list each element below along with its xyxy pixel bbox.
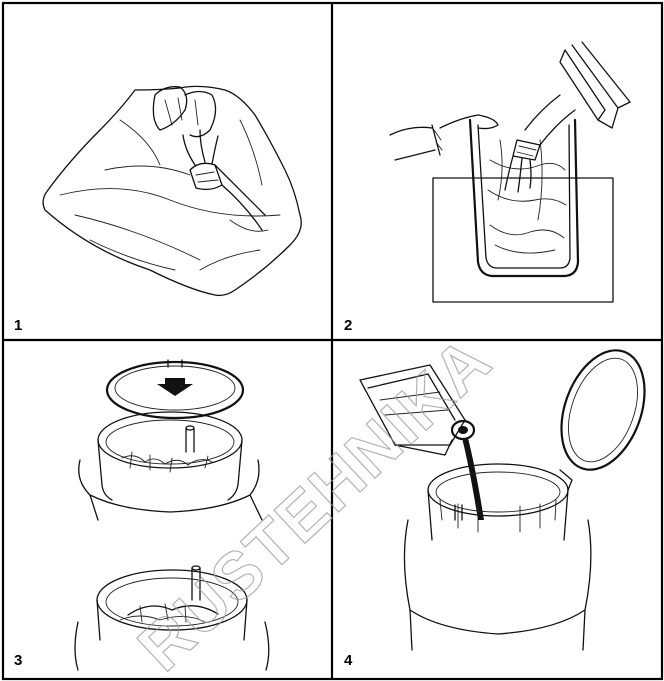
panel-1-number: 1 <box>14 317 22 334</box>
panel-grid <box>3 3 662 679</box>
down-arrow-icon <box>157 378 193 396</box>
panel-2-container-illustration <box>390 42 630 302</box>
panel-2-number: 2 <box>344 317 352 334</box>
panel-4-number: 4 <box>344 652 353 669</box>
watermark-text: RUSTEHNIKA <box>124 322 506 681</box>
panel-3-number: 3 <box>14 652 22 669</box>
panel-1-bag-illustration <box>43 86 301 295</box>
